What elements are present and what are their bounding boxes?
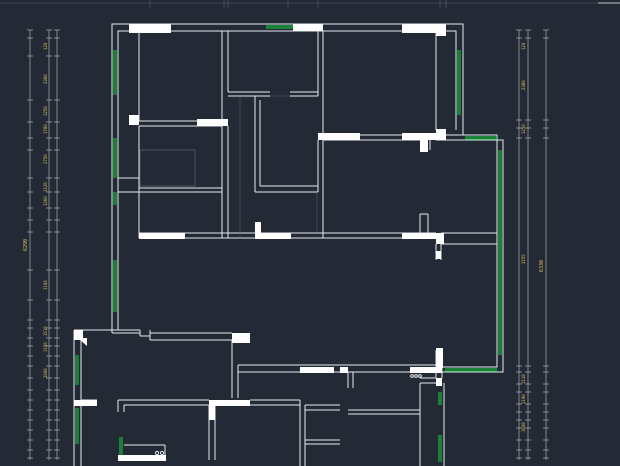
dimension-label-left-9: 1510 xyxy=(43,326,48,336)
dimension-label-right-5: 1190 xyxy=(521,394,526,404)
dimension-label-left-5: 1120 xyxy=(43,182,48,192)
column-blocks xyxy=(74,24,446,461)
viewport-top-edge xyxy=(0,0,620,8)
dimension-label-right-7: 6330 xyxy=(539,259,545,272)
dimension-label-left-7: 6290 xyxy=(23,238,29,251)
dimension-label-right-2: 1250 xyxy=(521,124,526,134)
interior-walls xyxy=(81,31,497,456)
dimension-label-left-2: 1250 xyxy=(43,106,48,116)
dimension-label-left-0: 120 xyxy=(43,42,48,50)
dimension-chains xyxy=(29,30,547,460)
dimension-label-left-6: 1260 xyxy=(43,196,48,206)
dimension-label-left-4: 2750 xyxy=(43,154,48,164)
dimension-label-left-10: 1190 xyxy=(43,342,48,352)
dimension-label-right-1: 2380 xyxy=(521,80,526,90)
dimension-label-left-1: 2380 xyxy=(43,74,48,84)
window-openings xyxy=(75,25,502,462)
dimension-label-left-8: 1100 xyxy=(43,280,48,290)
dimension-ticks xyxy=(27,29,549,459)
dimension-label-left-11: 1600 xyxy=(43,368,48,378)
dimension-label-right-0: 120 xyxy=(521,42,526,50)
reference-lines xyxy=(239,95,318,238)
dimension-label-right-4: 1110 xyxy=(521,374,526,384)
dimension-label-right-6: 1600 xyxy=(521,422,526,432)
dimension-label-left-3: 1780 xyxy=(43,124,48,134)
dimension-label-right-3: 3155 xyxy=(521,254,526,264)
door-swing xyxy=(78,338,87,346)
